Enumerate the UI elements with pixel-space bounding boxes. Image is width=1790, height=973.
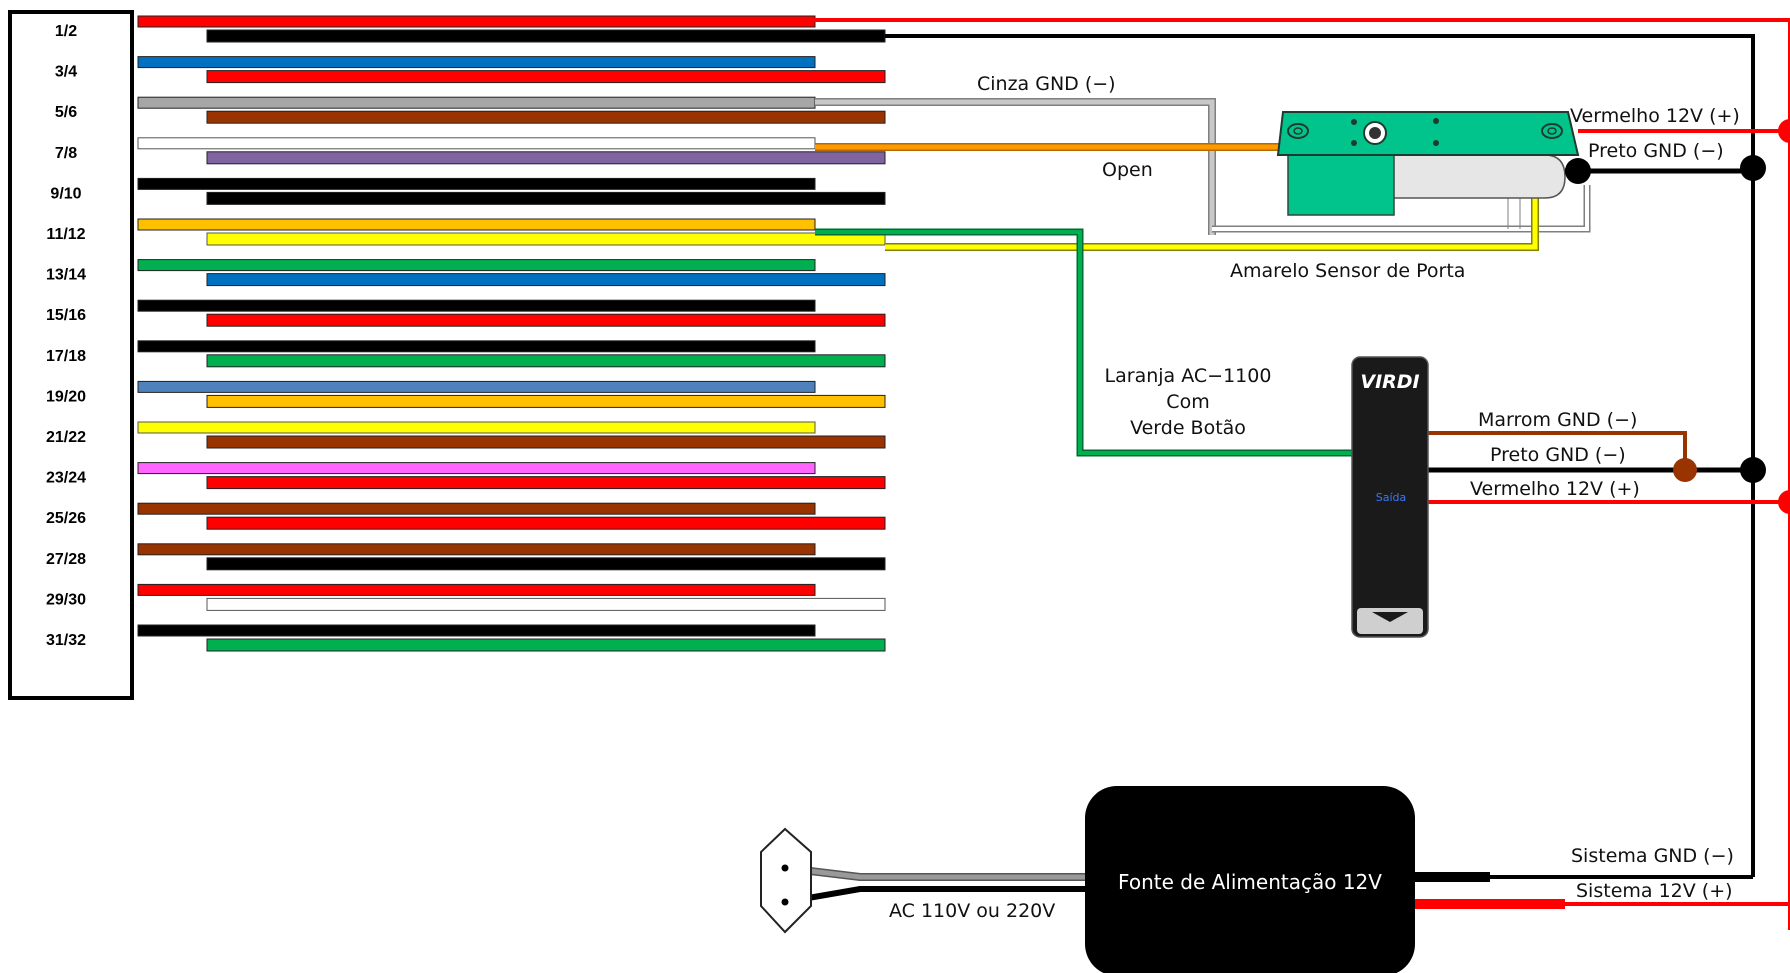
label-cinza-gnd: Cinza GND (−) [977,73,1116,95]
pin-label: 9/10 [50,185,81,202]
pin-labels: 1/2 3/4 5/6 7/8 9/10 11/12 13/14 15/16 17/18 19/2… [46,23,86,649]
wire-bottom [206,151,886,165]
wire-bottom [206,435,886,449]
label-preto-gnd-button: Preto GND (−) [1490,444,1626,466]
wire-bottom [206,638,886,652]
pin-wires [137,15,886,652]
wire-top [137,502,816,515]
pin-label: 19/20 [46,388,86,405]
label-ac-input: AC 110V ou 220V [889,900,1055,922]
lock-faceplate [1276,111,1580,156]
wire-bottom [206,313,886,327]
pin-label: 17/18 [46,348,86,365]
pin-label: 7/8 [55,145,77,162]
electric-lock [815,98,1790,251]
power-supply: Fonte de Alimentação 12V [760,786,1790,973]
wire-top [137,15,816,28]
wire-top [137,56,816,69]
pin-label: 29/30 [46,591,86,608]
wire-bottom [206,516,886,530]
wire-bottom [206,476,886,490]
wire-bottom [206,29,886,43]
wire-bottom [206,394,886,408]
wire-bottom [206,191,886,205]
wire-top [137,259,816,272]
pin-label: 23/24 [46,470,86,487]
wire-top [137,421,816,434]
label-laranja-2: Com [1166,391,1209,413]
wire-bottom [206,232,886,246]
wire-top [137,177,816,190]
button-brand: VIRDI [1360,371,1419,393]
wire-top [137,543,816,556]
junction-rail-red-mid [1778,490,1790,514]
pin-label: 15/16 [46,307,86,324]
pin-label: 3/4 [55,64,77,81]
psu-label: Fonte de Alimentação 12V [1118,870,1382,894]
junction-rail-red-top [1778,119,1790,143]
label-sistema-12v: Sistema 12V (+) [1576,880,1733,902]
label-preto-gnd-lock: Preto GND (−) [1588,140,1724,162]
wire-bottom [206,557,886,571]
wire-top [137,624,816,637]
label-laranja-3: Verde Botão [1130,417,1246,439]
pin-label: 1/2 [55,23,77,40]
wire-top [137,96,816,109]
wire-top [137,380,816,393]
junction-rail-black-mid [1740,457,1766,483]
button-caption: Saída [1376,491,1407,504]
lock-cylinder [1389,154,1566,199]
wire-top [137,340,816,353]
junction-lock-black [1565,158,1591,184]
label-marrom-gnd: Marrom GND (−) [1478,409,1637,431]
button-body [1351,356,1429,638]
lock-body [1287,151,1395,216]
exit-button-device: VIRDI Saída [815,228,1790,638]
wire-top [137,299,816,312]
pin-label: 11/12 [46,226,85,243]
pin-label: 5/6 [55,104,77,121]
wire-top [137,462,816,475]
wire-bottom [206,110,886,124]
label-amarelo-sensor: Amarelo Sensor de Porta [1230,260,1465,282]
wire-black-rail [885,34,1755,877]
pin-label: 27/28 [46,551,86,568]
wire-top [137,583,816,596]
pin-label: 25/26 [46,510,86,527]
pin-label: 13/14 [46,267,86,284]
wire-bottom [206,273,886,287]
label-open: Open [1102,159,1153,181]
wire-top [137,137,816,150]
label-laranja-1: Laranja AC−1100 [1105,365,1272,387]
wire-bottom [206,597,886,611]
ac-plug [760,827,812,934]
psu-box [1085,786,1415,973]
pin-label: 31/32 [46,632,86,649]
label-vermelho-12v-button: Vermelho 12V (+) [1470,478,1640,500]
wire-bottom [206,70,886,84]
wire-bottom [206,354,886,368]
label-vermelho-12v-lock: Vermelho 12V (+) [1570,105,1740,127]
wire-brown-gnd [1425,431,1687,470]
pin-label: 21/22 [46,429,86,446]
label-sistema-gnd: Sistema GND (−) [1571,845,1734,867]
junction-rail-black-top [1740,155,1766,181]
junction-brown [1673,458,1697,482]
connector-box [8,10,134,700]
wire-top [137,218,816,231]
